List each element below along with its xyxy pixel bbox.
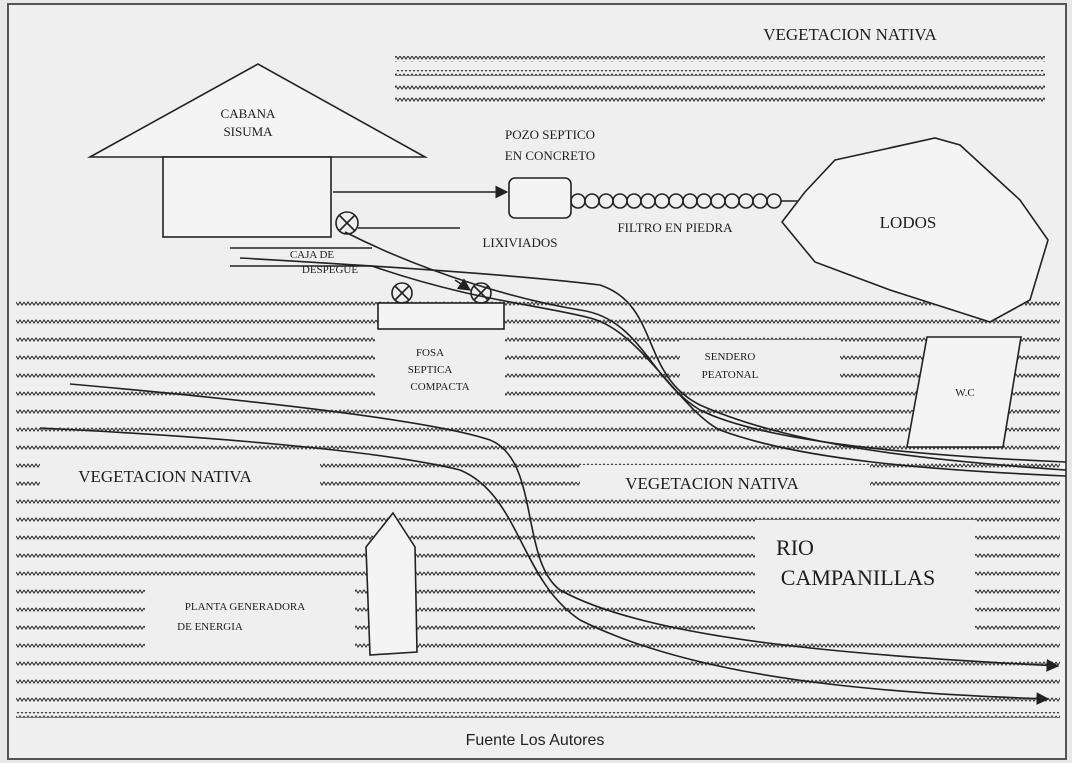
- label-filtro: FILTRO EN PIEDRA: [617, 220, 733, 235]
- label-lixiviados: LIXIVIADOS: [482, 235, 557, 250]
- caption-area: [16, 722, 1060, 756]
- label-veg-top: VEGETACION NATIVA: [763, 25, 937, 44]
- label-fosa-1: FOSA: [416, 347, 444, 359]
- label-lodos: LODOS: [880, 213, 937, 232]
- flow-curve-upper-2: [239, 257, 1067, 471]
- label-planta-1: PLANTA GENERADORA: [185, 601, 305, 613]
- label-caja-1: CAJA DE: [290, 249, 335, 261]
- pozo-septico-tank: [508, 177, 572, 219]
- label-pozo-1: POZO SEPTICO: [505, 127, 595, 142]
- river-flow-arrow-2: [39, 427, 1050, 705]
- flow-curve-upper-3: [371, 265, 1067, 477]
- label-rio-2: CAMPANILLAS: [781, 565, 935, 590]
- sendero-label-area: [680, 340, 840, 388]
- label-wc: W.C: [955, 387, 974, 399]
- label-sendero-2: PEATONAL: [702, 369, 759, 381]
- label-veg-mid: VEGETACION NATIVA: [625, 474, 799, 493]
- label-fosa-2: SEPTICA: [408, 364, 453, 376]
- lixiviados-valve: [335, 211, 460, 235]
- label-pozo-2: EN CONCRETO: [505, 148, 595, 163]
- label-sendero-1: SENDERO: [705, 351, 756, 363]
- label-caja-2: DESPEGUE: [302, 264, 359, 276]
- planta-label-area: [145, 588, 355, 648]
- label-cabana-2: SISUMA: [223, 124, 273, 139]
- label-rio-1: RIO: [776, 535, 814, 560]
- wc-box: [906, 336, 1022, 448]
- label-veg-left: VEGETACION NATIVA: [78, 467, 252, 486]
- filtro-en-piedra: [570, 193, 815, 209]
- planta-generadora-shape: [365, 511, 418, 656]
- label-planta-2: DE ENERGIA: [177, 621, 243, 633]
- fosa-septica-compacta: [377, 278, 505, 330]
- top-vegetation-waves: [395, 56, 1045, 102]
- rio-area: [755, 520, 975, 632]
- river-flow-arrow-1: [69, 383, 1060, 672]
- ground-wave-field: [16, 300, 1060, 718]
- veg-mid-label-area: [580, 465, 870, 497]
- veg-left-label-area: [40, 458, 320, 492]
- label-fosa-3: COMPACTA: [410, 381, 469, 393]
- cabana-sisuma: [86, 63, 429, 238]
- fosa-label-area: [375, 330, 505, 396]
- lodos-area: [780, 137, 1049, 323]
- figure-caption: Fuente Los Autores: [466, 732, 605, 749]
- label-cabana-1: CABANA: [221, 106, 277, 121]
